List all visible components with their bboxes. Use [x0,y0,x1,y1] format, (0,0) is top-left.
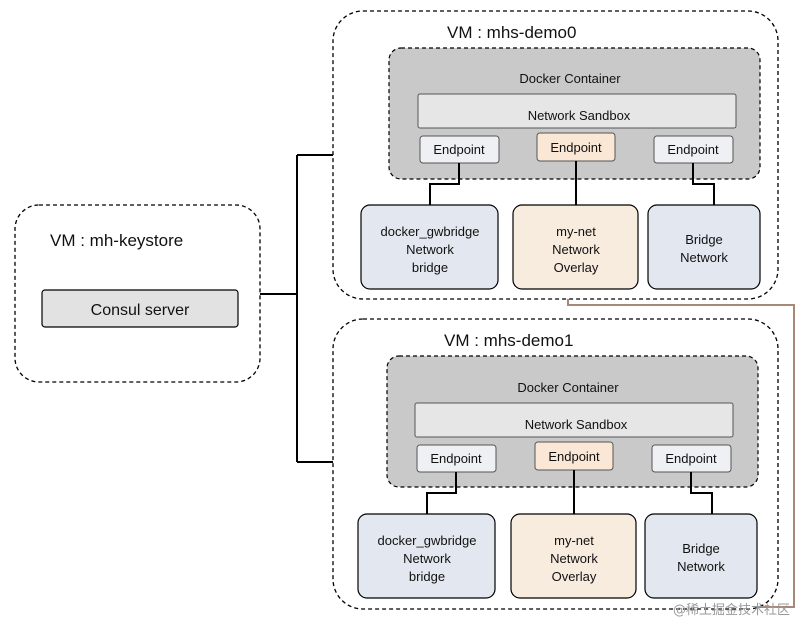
vm1-gwbridge-line-2: Network [403,551,451,566]
vm-keystore-title: VM : mh-keystore [50,231,183,250]
consul-server-box [41,289,239,328]
vm-mh-keystore: VM : mh-keystore Consul server [14,204,261,383]
vm1-link-bridge [690,472,713,514]
vm0-bridge-line-1: Bridge [685,232,723,247]
vm0-mynet-line-1: my-net [556,224,596,239]
vm1-mynet-line-3: Overlay [552,569,597,584]
vm1-network-sandbox [414,402,734,438]
vm1-mynet-line-2: Network [550,551,598,566]
vm-mhs-demo1: VM : mhs-demo1 Docker Container Network … [332,318,779,610]
consul-server-label: Consul server [91,302,190,319]
keystore-connectors [260,154,336,463]
vm0-bridge-line-2: Network [680,250,728,265]
vm1-network-docker-gwbridge [357,513,496,599]
vm0-endpoint-3-label: Endpoint [667,142,719,157]
vm0-network-docker-gwbridge [360,204,499,290]
vm0-network-my-net [512,204,639,290]
vm0-network-sandbox [417,93,737,129]
vm1-gwbridge-line-1: docker_gwbridge [377,533,476,548]
vm1-mynet-line-1: my-net [554,533,594,548]
vm1-link-gwbridge [426,472,457,514]
vm0-gwbridge-line-3: bridge [412,260,448,275]
vm1-bridge-line-1: Bridge [682,541,720,556]
vm1-docker-container-label: Docker Container [517,380,619,395]
vm1-endpoint-3-label: Endpoint [665,451,717,466]
vm0-link-gwbridge [429,163,460,205]
vm0-mynet-line-3: Overlay [554,260,599,275]
vm0-mynet-line-2: Network [552,242,600,257]
vm1-network-bridge [644,513,758,599]
vm1-endpoint-2-label: Endpoint [548,449,600,464]
vm0-network-bridge [647,204,761,290]
vm0-docker-container-label: Docker Container [519,71,621,86]
vm1-title: VM : mhs-demo1 [444,331,573,350]
vm0-title: VM : mhs-demo0 [447,23,576,42]
vm-mhs-demo0: VM : mhs-demo0 Docker Container Network … [332,10,779,300]
vm1-bridge-line-2: Network [677,559,725,574]
vm1-endpoint-links [426,470,713,514]
vm1-network-sandbox-label: Network Sandbox [525,417,628,432]
vm1-network-my-net [510,513,637,599]
vm1-endpoint-1-label: Endpoint [430,451,482,466]
vm0-endpoint-links [429,161,715,205]
vm0-endpoint-1-label: Endpoint [433,142,485,157]
watermark-text: @稀土掘金技术社区 [673,602,790,618]
vm0-gwbridge-line-1: docker_gwbridge [380,224,479,239]
vm1-gwbridge-line-3: bridge [409,569,445,584]
vm0-gwbridge-line-2: Network [406,242,454,257]
vm0-endpoint-2-label: Endpoint [550,140,602,155]
vm0-link-bridge [692,163,715,205]
vm0-network-sandbox-label: Network Sandbox [528,108,631,123]
